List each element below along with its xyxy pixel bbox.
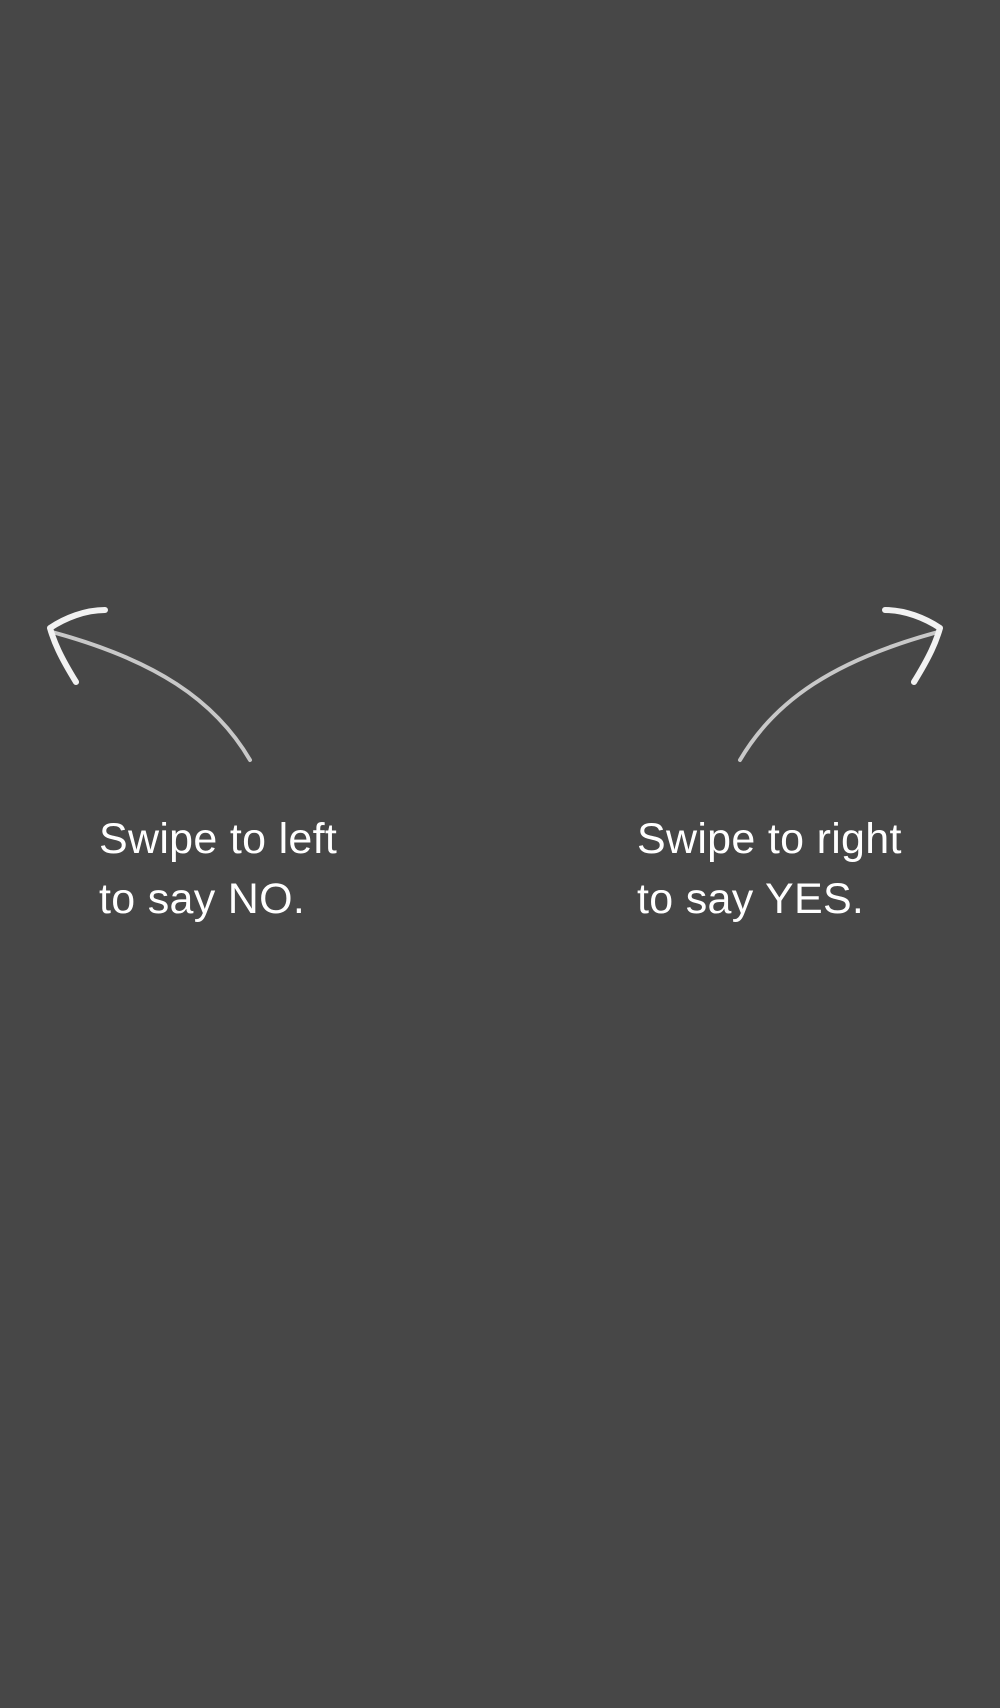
curved-arrow-left-icon [47,607,252,762]
swipe-left-hint-line2: to say NO. [99,875,306,923]
swipe-right-hint-line2: to say YES. [637,875,865,923]
swipe-left-hint-line1: Swipe to left [99,815,338,863]
swipe-right-hint-line1: Swipe to right [637,815,902,863]
swipe-right-hint: Swipe to right to say YES. [637,809,902,929]
curved-arrow-right-icon [738,607,943,762]
swipe-left-hint: Swipe to left to say NO. [99,809,337,929]
